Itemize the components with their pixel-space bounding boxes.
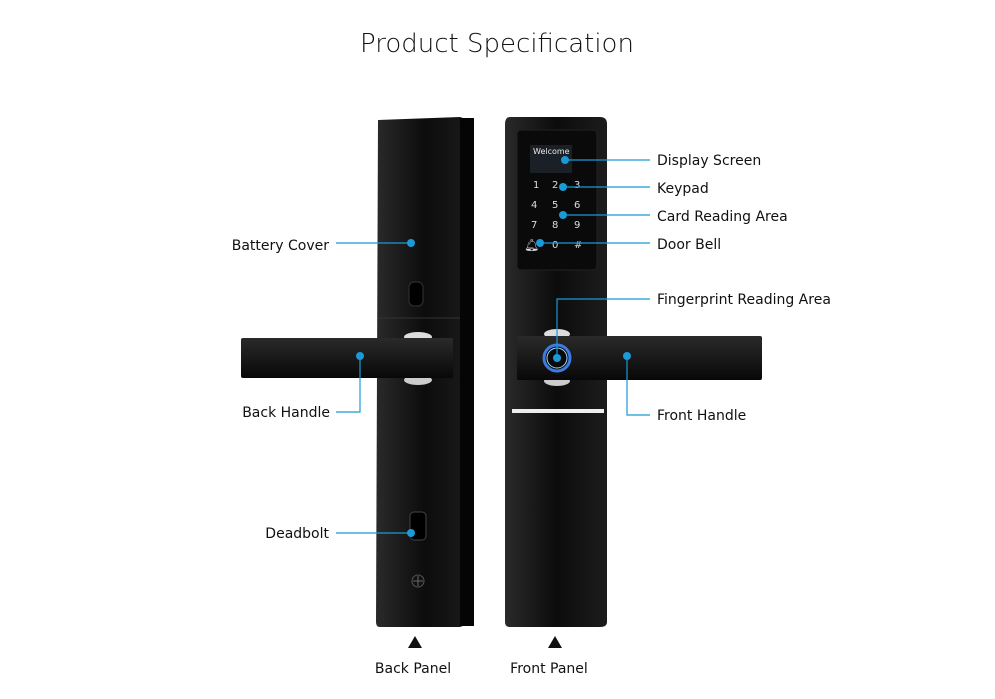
label-fingerprint-reading-area: Fingerprint Reading Area: [657, 292, 831, 308]
page-title: Product Specification: [360, 29, 634, 59]
label-battery-cover: Battery Cover: [232, 238, 330, 254]
callout-lines: [336, 156, 650, 537]
keypad: 1 2 3 4 5 6 7 8 9 0 # 🔔︎: [524, 180, 582, 252]
label-back-handle: Back Handle: [242, 405, 330, 421]
key-hash[interactable]: #: [574, 240, 582, 251]
label-card-reading-area: Card Reading Area: [657, 209, 788, 225]
triangle-up-icon: [548, 636, 562, 648]
bell-icon[interactable]: 🔔︎: [524, 238, 539, 252]
key-4[interactable]: 4: [531, 200, 537, 211]
back-handle: [241, 338, 453, 378]
key-2[interactable]: 2: [552, 180, 558, 191]
screen-text: Welcome: [533, 147, 570, 156]
label-display-screen: Display Screen: [657, 153, 761, 169]
key-8[interactable]: 8: [552, 220, 558, 231]
label-door-bell: Door Bell: [657, 237, 721, 253]
triangle-up-icon: [408, 636, 422, 648]
key-6[interactable]: 6: [574, 200, 580, 211]
key-7[interactable]: 7: [531, 220, 537, 231]
key-9[interactable]: 9: [574, 220, 580, 231]
key-0[interactable]: 0: [552, 240, 558, 251]
front-panel: Welcome 1 2 3 4 5 6 7 8 9 0 # 🔔︎: [505, 117, 762, 627]
caption-back-panel: Back Panel: [375, 661, 451, 677]
back-panel: [241, 117, 474, 627]
key-1[interactable]: 1: [533, 180, 539, 191]
caption-front-panel: Front Panel: [510, 661, 588, 677]
label-keypad: Keypad: [657, 181, 709, 197]
key-3[interactable]: 3: [574, 180, 580, 191]
key-5[interactable]: 5: [552, 200, 558, 211]
front-handle: [517, 336, 762, 380]
label-deadbolt: Deadbolt: [265, 526, 329, 542]
label-front-handle: Front Handle: [657, 408, 746, 424]
